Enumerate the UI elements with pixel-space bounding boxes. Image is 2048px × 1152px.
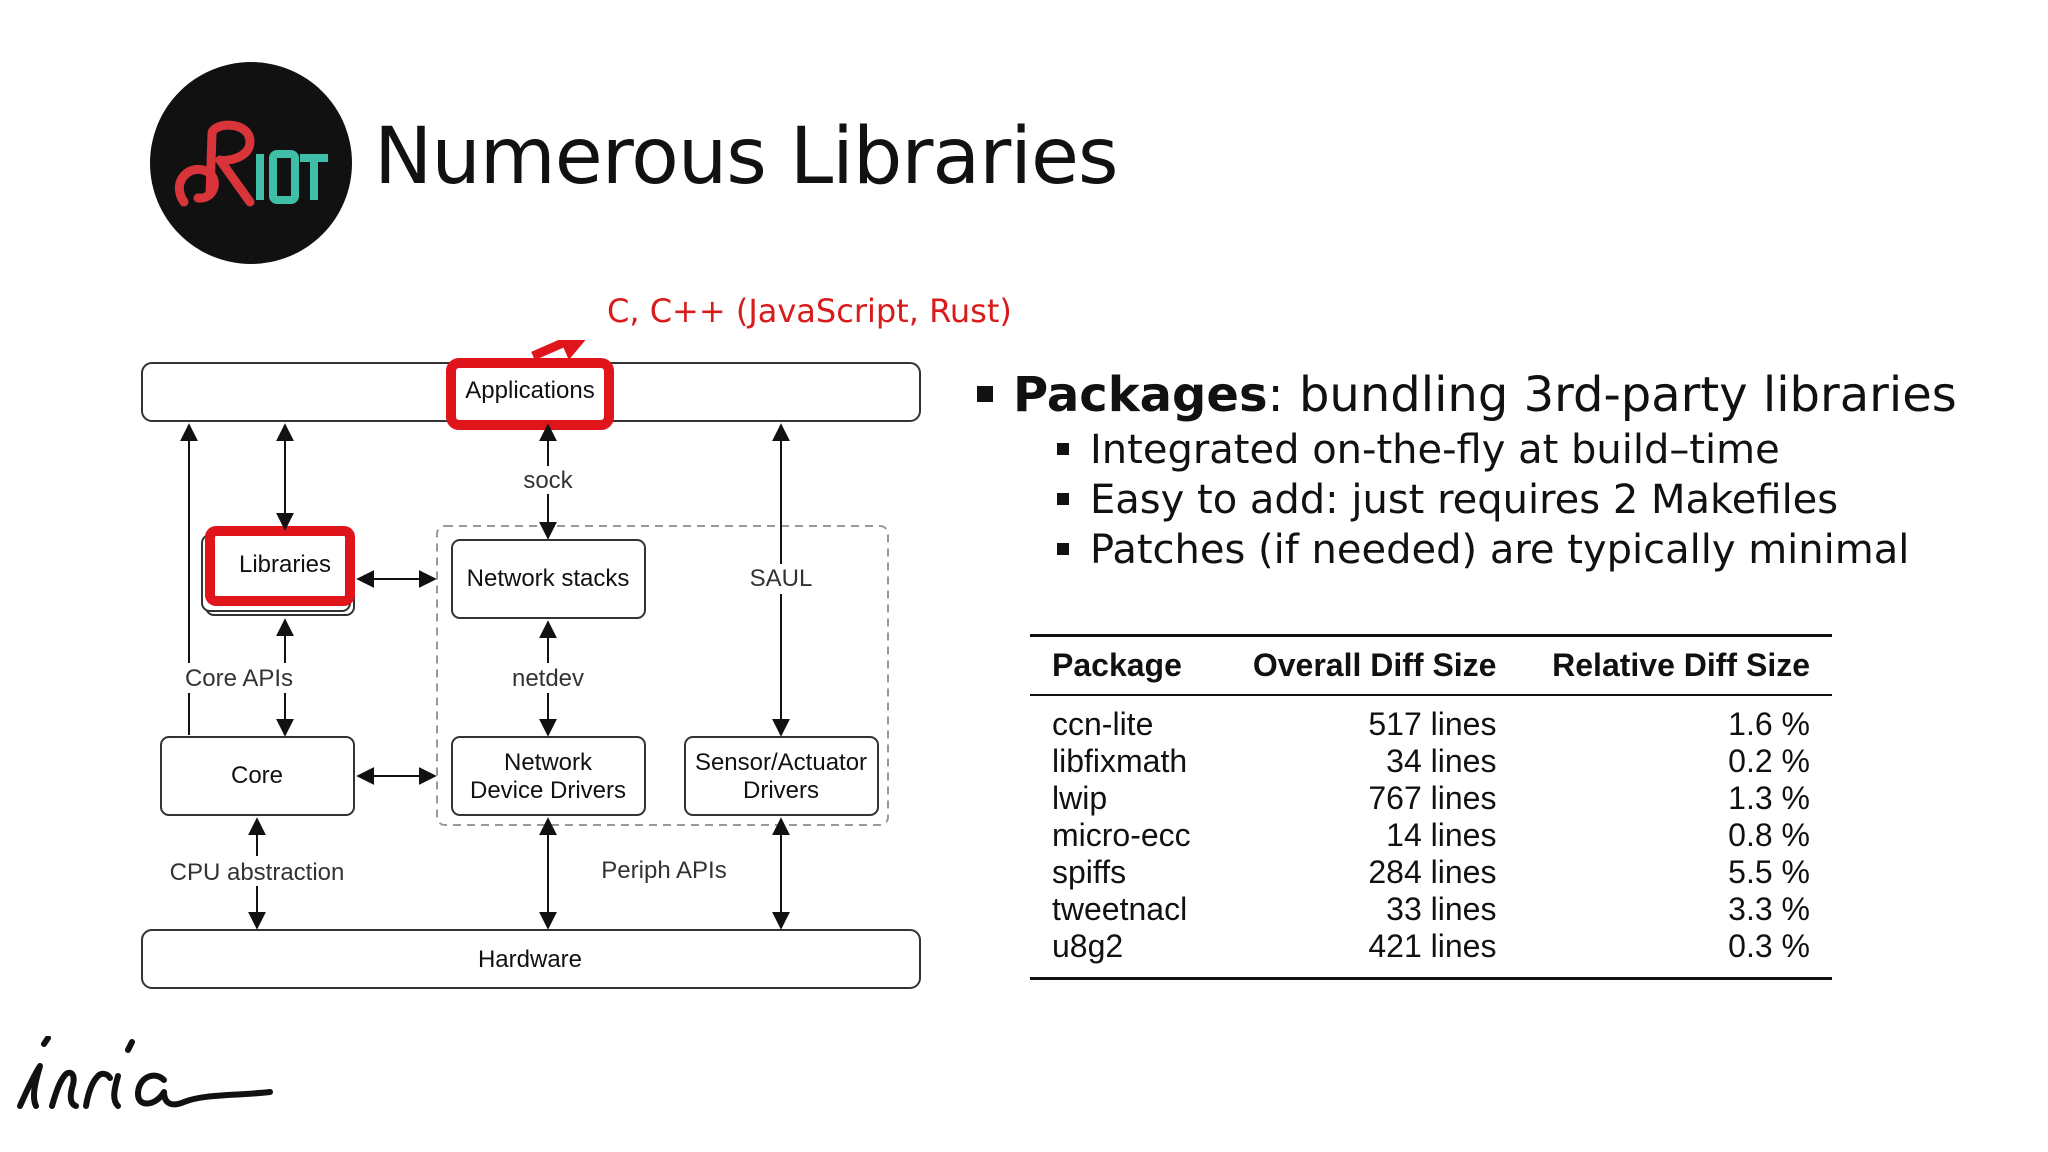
cell-package: ccn-lite bbox=[1052, 706, 1154, 742]
core-apis-label: Core APIs bbox=[185, 665, 293, 692]
cell-overall-diff: 767 lines bbox=[1368, 780, 1497, 816]
table-row: libfixmath 34 lines 0.2 % bbox=[1030, 743, 1832, 780]
cell-relative-diff: 3.3 % bbox=[1728, 891, 1810, 927]
table-row: u8g2 421 lines 0.3 % bbox=[1030, 928, 1832, 980]
inria-logo bbox=[14, 1035, 274, 1116]
cell-overall-diff: 284 lines bbox=[1368, 854, 1497, 890]
header-relative-diff: Relative Diff Size bbox=[1552, 647, 1810, 683]
sub-bullet: Integrated on-the-fly at build–time bbox=[975, 425, 2035, 475]
cell-package: spiffs bbox=[1052, 854, 1127, 890]
cell-package: libfixmath bbox=[1052, 743, 1188, 779]
sub-bullet-marker bbox=[1057, 543, 1069, 555]
table-row: micro-ecc 14 lines 0.8 % bbox=[1030, 817, 1832, 854]
language-annotation: C, C++ (JavaScript, Rust) bbox=[607, 292, 1012, 330]
package-table-container: Package Overall Diff Size Relative Diff … bbox=[1030, 634, 1832, 980]
network-device-drivers-label-line1: Network bbox=[504, 749, 593, 776]
cell-overall-diff: 517 lines bbox=[1368, 706, 1497, 742]
sensor-actuator-drivers-label-line2: Drivers bbox=[743, 777, 819, 804]
sensor-actuator-drivers-label-line1: Sensor/Actuator bbox=[695, 749, 867, 776]
network-group-frame bbox=[436, 525, 889, 826]
cell-relative-diff: 0.8 % bbox=[1728, 817, 1810, 853]
hardware-bar bbox=[141, 929, 921, 989]
cell-relative-diff: 5.5 % bbox=[1728, 854, 1810, 890]
periph-apis-label: Periph APIs bbox=[601, 857, 726, 884]
architecture-diagram: Applications Hardware Libraries Network … bbox=[141, 340, 921, 989]
network-stacks-label: Network stacks bbox=[467, 565, 630, 592]
bullet-packages-text: : bundling 3rd-party libraries bbox=[1267, 367, 1957, 423]
bullet-list: Packages: bundling 3rd-party libraries I… bbox=[975, 365, 2035, 575]
sub-bullet-text: Easy to add: just requires 2 Makefiles bbox=[1090, 477, 1839, 523]
libraries-label: Libraries bbox=[239, 551, 331, 578]
cell-overall-diff: 14 lines bbox=[1386, 817, 1497, 853]
applications-label: Applications bbox=[465, 377, 594, 404]
sensor-actuator-drivers-box bbox=[684, 736, 879, 816]
libraries-highlight bbox=[205, 526, 355, 606]
table-row: ccn-lite 517 lines 1.6 % bbox=[1030, 695, 1832, 743]
core-box bbox=[160, 736, 355, 816]
table-row: tweetnacl 33 lines 3.3 % bbox=[1030, 891, 1832, 928]
header-package: Package bbox=[1052, 647, 1182, 683]
cell-relative-diff: 0.3 % bbox=[1518, 928, 1832, 980]
netdev-label: netdev bbox=[512, 665, 584, 692]
sub-bullet-marker bbox=[1057, 493, 1069, 505]
network-device-drivers-label-line2: Device Drivers bbox=[470, 777, 626, 804]
language-arrow bbox=[531, 340, 595, 361]
hardware-label: Hardware bbox=[478, 946, 582, 973]
slide-title: Numerous Libraries bbox=[374, 112, 1119, 202]
sub-bullet-marker bbox=[1057, 443, 1069, 455]
cell-relative-diff: 1.3 % bbox=[1728, 780, 1810, 816]
table-row: lwip 767 lines 1.3 % bbox=[1030, 780, 1832, 817]
saul-label: SAUL bbox=[750, 565, 813, 592]
cell-relative-diff: 0.2 % bbox=[1728, 743, 1810, 779]
sub-bullet: Easy to add: just requires 2 Makefiles bbox=[975, 475, 2035, 525]
cell-package: micro-ecc bbox=[1052, 817, 1191, 853]
package-diff-table: Package Overall Diff Size Relative Diff … bbox=[1030, 634, 1832, 980]
network-device-drivers-box bbox=[451, 736, 646, 816]
cell-overall-diff: 33 lines bbox=[1386, 891, 1497, 927]
cell-overall-diff: 34 lines bbox=[1386, 743, 1497, 779]
cell-package: lwip bbox=[1052, 780, 1108, 816]
bullet-marker bbox=[977, 386, 993, 402]
network-stacks-box bbox=[451, 539, 646, 619]
table-header-row: Package Overall Diff Size Relative Diff … bbox=[1030, 635, 1832, 695]
bullet-packages: Packages: bundling 3rd-party libraries bbox=[975, 365, 2035, 425]
cell-package: tweetnacl bbox=[1052, 891, 1188, 927]
core-label: Core bbox=[231, 762, 283, 789]
applications-highlight bbox=[446, 358, 614, 430]
sub-bullet-text: Integrated on-the-fly at build–time bbox=[1090, 427, 1780, 473]
header-overall-diff: Overall Diff Size bbox=[1252, 647, 1497, 683]
cell-overall-diff: 421 lines bbox=[1219, 928, 1519, 980]
sub-bullet: Patches (if needed) are typically minima… bbox=[975, 525, 2035, 575]
sock-label: sock bbox=[523, 467, 573, 494]
bullet-packages-bold: Packages bbox=[1013, 367, 1268, 423]
cell-relative-diff: 1.6 % bbox=[1728, 706, 1810, 742]
riot-logo bbox=[150, 62, 352, 264]
cpu-abstraction-label: CPU abstraction bbox=[170, 859, 345, 886]
sub-bullet-text: Patches (if needed) are typically minima… bbox=[1090, 527, 1910, 573]
cell-package: u8g2 bbox=[1030, 928, 1220, 980]
table-row: spiffs 284 lines 5.5 % bbox=[1030, 854, 1832, 891]
